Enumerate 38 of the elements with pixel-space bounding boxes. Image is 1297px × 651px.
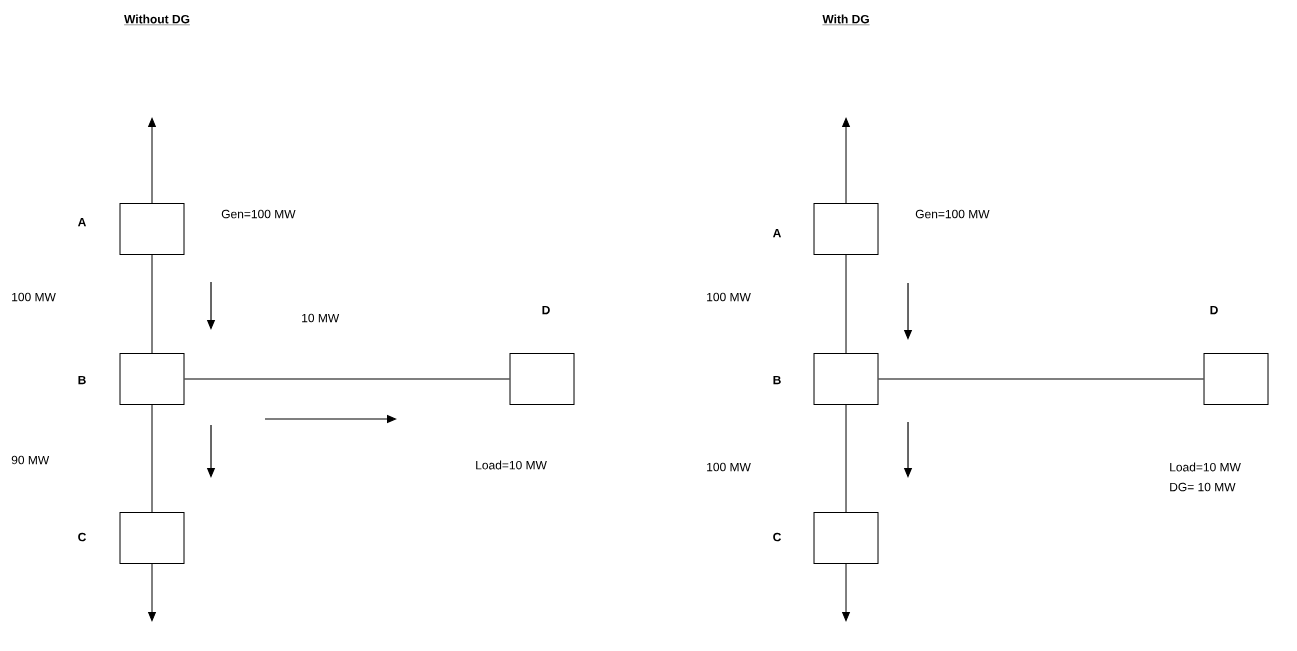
feeder-arrow — [842, 563, 850, 622]
flow-label: DG= 10 MW — [1170, 482, 1236, 492]
flow-label: Load=10 MW — [476, 460, 547, 470]
panel-title: With DG — [822, 14, 870, 25]
flow-label: 100 MW — [707, 292, 751, 302]
feeder-arrow — [842, 117, 850, 204]
line — [845, 254, 847, 354]
bus-box — [813, 512, 879, 564]
line — [878, 378, 1204, 380]
bus-box — [1203, 353, 1269, 405]
bus-letter: C — [773, 532, 781, 542]
flow-label: Load=10 MW — [1170, 462, 1241, 472]
feeder-arrow — [148, 117, 156, 204]
bus-note: Gen=100 MW — [221, 209, 296, 219]
line — [184, 378, 510, 380]
bus-letter: B — [78, 375, 86, 385]
bus-letter: A — [773, 228, 781, 238]
bus-letter: C — [78, 532, 86, 542]
bus-letter: B — [773, 375, 781, 385]
flow-label: 100 MW — [12, 292, 56, 302]
line — [151, 404, 153, 513]
bus-box — [813, 353, 879, 405]
bus-note: Gen=100 MW — [915, 209, 990, 219]
bus-box — [119, 203, 185, 255]
flow-label: 90 MW — [11, 455, 50, 465]
bus-box — [119, 512, 185, 564]
bus-box — [509, 353, 575, 405]
flow-label: 10 MW — [302, 313, 340, 323]
bus-letter: D — [542, 305, 550, 315]
feeder-arrow — [148, 563, 156, 622]
line — [845, 404, 847, 513]
bus-box — [813, 203, 879, 255]
bus-letter: A — [77, 217, 86, 227]
line — [151, 254, 153, 354]
bus-letter: D — [1210, 305, 1218, 315]
bus-box — [119, 353, 185, 405]
panel-title: Without DG — [123, 14, 191, 25]
flow-label: 100 MW — [707, 462, 751, 472]
